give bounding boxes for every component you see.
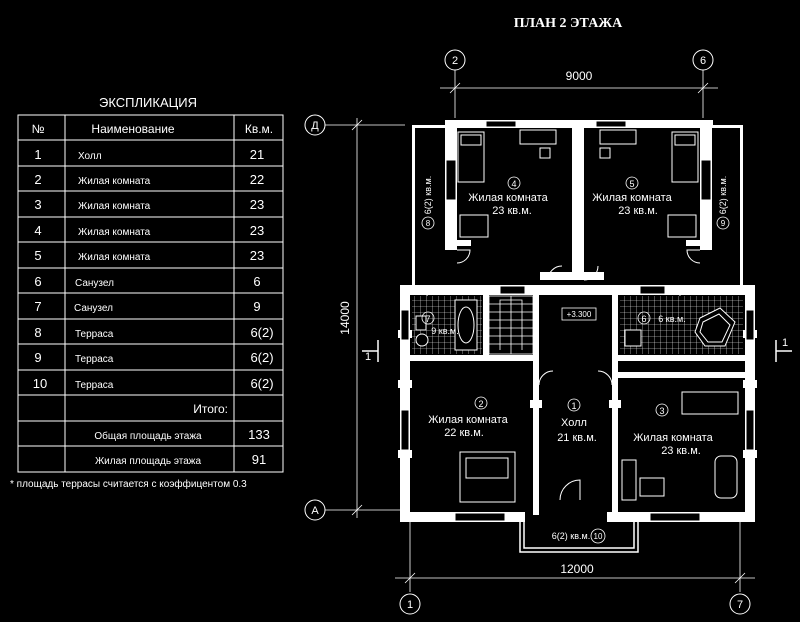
footnote: * площадь террасы считается с коэффицент… (10, 478, 247, 490)
row-area: 23 (250, 223, 264, 238)
staircase (488, 295, 534, 355)
total-general-label: Общая площадь этажа (94, 430, 202, 442)
axis-label-2: 2 (452, 55, 458, 67)
dimension-bottom: 12000 (560, 562, 594, 576)
axis-bubbles (304, 49, 751, 615)
terrace-8-no: 8 (426, 219, 431, 228)
room-number-bubbles (421, 176, 669, 417)
furniture (457, 129, 739, 503)
row-no: 1 (34, 147, 41, 162)
section-mark-left: 1 (365, 351, 371, 363)
room-7-no: 7 (425, 314, 430, 324)
dimension-top: 9000 (566, 69, 593, 83)
elevation-mark-box (561, 307, 597, 321)
terrace-side-labels (421, 216, 730, 544)
header-name: Наименование (91, 122, 175, 136)
table-header: № Наименование Кв.м. (32, 122, 274, 136)
row-no: 9 (34, 350, 41, 365)
room-5-no: 5 (629, 179, 634, 189)
row-name: Терраса (75, 380, 114, 391)
row-area: 23 (250, 248, 264, 263)
table-rows: 1 Холл 21 2 Жилая комната 22 3 Жилая ком… (33, 147, 274, 467)
walls (398, 120, 757, 522)
row-area: 21 (250, 147, 264, 162)
axis-lines (325, 70, 755, 592)
row-no: 4 (34, 223, 41, 238)
room-4-no: 4 (511, 179, 516, 189)
axis-label-6: 6 (700, 55, 706, 67)
room-7-area: 9 кв.м. (431, 326, 458, 336)
terrace-9-area: 6(2) кв.м. (718, 176, 728, 214)
row-no: 10 (33, 376, 47, 391)
room-2-no: 2 (478, 399, 483, 409)
row-area: 6(2) (250, 325, 273, 340)
row-no: 8 (34, 325, 41, 340)
explication-table: ЭКСПЛИКАЦИЯ № Наименование Кв.м. 1 (10, 95, 284, 490)
terrace-9-no: 9 (721, 219, 726, 228)
room-5-name: Жилая комната (592, 192, 672, 204)
header-area: Кв.м. (245, 122, 273, 136)
elevation-mark: +3.300 (567, 310, 592, 319)
dimension-left: 14000 (338, 301, 352, 335)
section-marks (362, 340, 792, 362)
row-name: Санузел (74, 303, 113, 314)
room-3-name: Жилая комната (633, 432, 713, 444)
row-name: Терраса (75, 354, 114, 365)
row-no: 6 (34, 274, 41, 289)
row-name: Жилая комната (78, 176, 151, 187)
total-living-value: 91 (252, 452, 266, 467)
table-grid (17, 114, 284, 473)
room-6-area: 6 кв.м. (658, 314, 685, 324)
row-area: 6(2) (250, 350, 273, 365)
total-general-value: 133 (248, 427, 270, 442)
row-name: Жилая комната (78, 227, 151, 238)
room-1-name: Холл (561, 417, 587, 429)
room-4-area: 23 кв.м. (492, 205, 532, 217)
row-name: Жилая комната (78, 252, 151, 263)
row-area: 23 (250, 197, 264, 212)
header-no: № (32, 122, 45, 136)
row-area: 6 (253, 274, 260, 289)
windows (400, 120, 755, 522)
bottom-terrace (519, 520, 639, 553)
terrace-8-area: 6(2) кв.м. (423, 176, 433, 214)
axis-label-1: 1 (407, 599, 413, 611)
section-mark-right: 1 (782, 337, 788, 349)
room-3-area: 23 кв.м. (661, 445, 701, 457)
row-no: 5 (34, 248, 41, 263)
axis-label-7: 7 (737, 599, 743, 611)
room-2-name: Жилая комната (428, 414, 508, 426)
terrace-10-no: 10 (594, 532, 603, 541)
row-no: 2 (34, 172, 41, 187)
row-name: Терраса (75, 329, 114, 340)
plan-title: ПЛАН 2 ЭТАЖА (514, 16, 623, 31)
row-area: 6(2) (250, 376, 273, 391)
row-name: Санузел (75, 278, 114, 289)
room-2-area: 22 кв.м. (444, 427, 484, 439)
sanitary-fixtures (415, 299, 736, 351)
room-1-no: 1 (571, 401, 576, 411)
axis-label-d: Д (311, 120, 319, 132)
total-living-label: Жилая площадь этажа (95, 456, 202, 467)
room-4-name: Жилая комната (468, 192, 548, 204)
room-3-no: 3 (659, 406, 664, 416)
terrace-10-area: 6(2) кв.м. (552, 531, 590, 541)
explication-title: ЭКСПЛИКАЦИЯ (99, 95, 197, 110)
room-6-no: 6 (641, 314, 646, 324)
total-label: Итого: (193, 402, 228, 416)
row-no: 7 (34, 299, 41, 314)
room-1-area: 21 кв.м. (557, 432, 597, 444)
row-name: Жилая комната (78, 201, 151, 212)
row-no: 3 (34, 197, 41, 212)
row-name: Холл (78, 151, 102, 162)
row-area: 9 (253, 299, 260, 314)
axis-label-a: А (311, 505, 319, 517)
row-area: 22 (250, 172, 264, 187)
room-5-area: 23 кв.м. (618, 205, 658, 217)
